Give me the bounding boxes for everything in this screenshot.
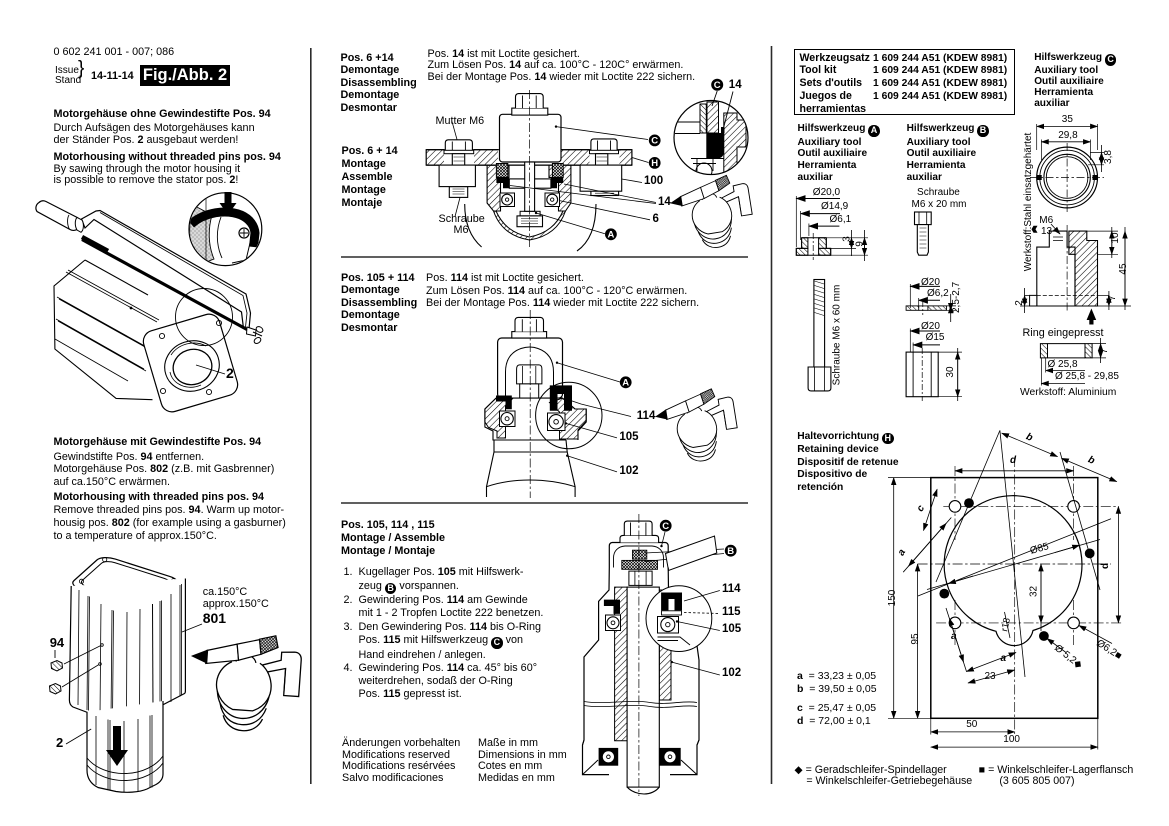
svg-text:r18: r18 — [999, 617, 1013, 633]
svg-text:A: A — [622, 378, 629, 389]
svg-text:Ø85: Ø85 — [1029, 541, 1051, 557]
svg-text:B: B — [727, 546, 734, 557]
svg-text:H: H — [651, 158, 658, 169]
svg-text:3: 3 — [842, 236, 853, 242]
svg-text:32: 32 — [1029, 585, 1040, 597]
svg-text:9: 9 — [855, 241, 866, 247]
svg-text:C: C — [651, 136, 658, 147]
svg-text:C: C — [662, 521, 669, 532]
svg-text:a: a — [951, 631, 957, 642]
svg-text:a: a — [1001, 653, 1007, 664]
svg-text:23: 23 — [985, 671, 997, 682]
svg-text:A: A — [607, 230, 614, 241]
svg-text:C: C — [714, 80, 721, 91]
